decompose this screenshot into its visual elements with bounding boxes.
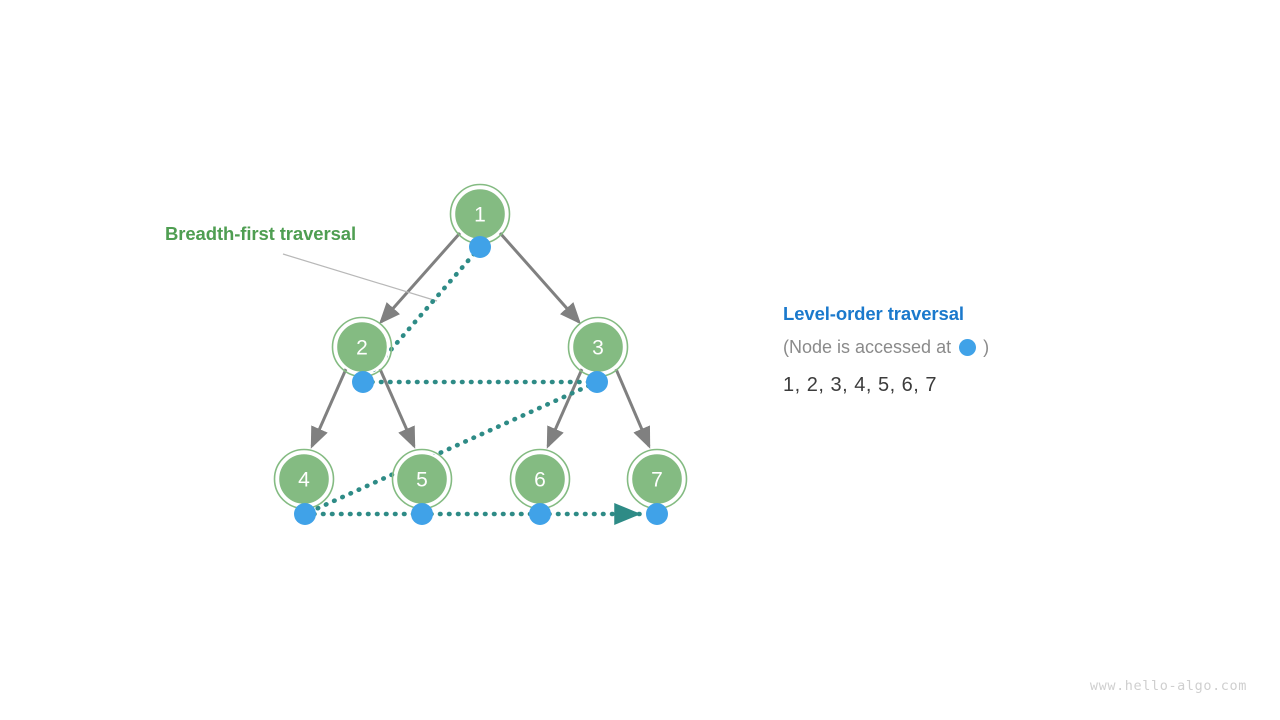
path-seg-3-4 (302, 379, 600, 517)
node-value-label: 6 (534, 469, 546, 492)
visit-dot-node-5[interactable] (411, 503, 433, 525)
tree-edges (310, 232, 651, 449)
breadth-first-traversal-caption: Breadth-first traversal (165, 223, 356, 244)
legend-panel: Level-order traversal (Node is accessed … (783, 303, 1203, 397)
traversal-sequence: 1, 2, 3, 4, 5, 6, 7 (783, 374, 938, 396)
tree-node-4[interactable]: 4 (273, 448, 335, 510)
edge-1-2 (379, 232, 462, 325)
node-value-label: 3 (592, 337, 604, 360)
legend-subtitle-close: ) (983, 337, 990, 357)
site-watermark: www.hello-algo.com (1089, 678, 1247, 694)
node-value-label: 5 (416, 469, 428, 492)
path-seg-1-2 (360, 244, 483, 385)
node-value-label: 1 (474, 204, 486, 227)
legend-subtitle: (Node is accessed at ) (783, 337, 1203, 358)
tree-node-2[interactable]: 2 (331, 316, 393, 378)
edge-3-6 (546, 368, 584, 449)
node-value-label: 2 (356, 337, 368, 360)
edge-2-4 (310, 368, 348, 449)
visit-dot-node-3[interactable] (586, 371, 608, 393)
visit-marker-icon (959, 339, 977, 356)
visit-dot-node-1[interactable] (469, 236, 491, 258)
edge-3-7 (614, 368, 651, 449)
node-value-label: 4 (298, 469, 310, 492)
visit-dot-node-4[interactable] (294, 503, 316, 525)
tree-node-5[interactable]: 5 (391, 448, 453, 510)
legend-subtitle-text: (Node is accessed at (783, 337, 952, 357)
caption-leader-line (282, 253, 438, 302)
visit-dot-node-6[interactable] (529, 503, 551, 525)
tree-node-7[interactable]: 7 (626, 448, 688, 510)
visit-markers (294, 236, 668, 525)
tree-node-1[interactable]: 1 (449, 183, 511, 245)
visit-dot-node-2[interactable] (352, 371, 374, 393)
tree-nodes: 1 2 3 4 5 (273, 183, 688, 510)
legend-title: Level-order traversal (783, 303, 964, 324)
traversal-path-dotted (302, 244, 643, 526)
edge-1-3 (498, 232, 581, 325)
tree-node-6[interactable]: 6 (509, 448, 571, 510)
edge-2-5 (378, 368, 416, 449)
visit-dot-node-7[interactable] (646, 503, 668, 525)
node-value-label: 7 (651, 469, 663, 492)
tree-node-3[interactable]: 3 (567, 316, 629, 378)
